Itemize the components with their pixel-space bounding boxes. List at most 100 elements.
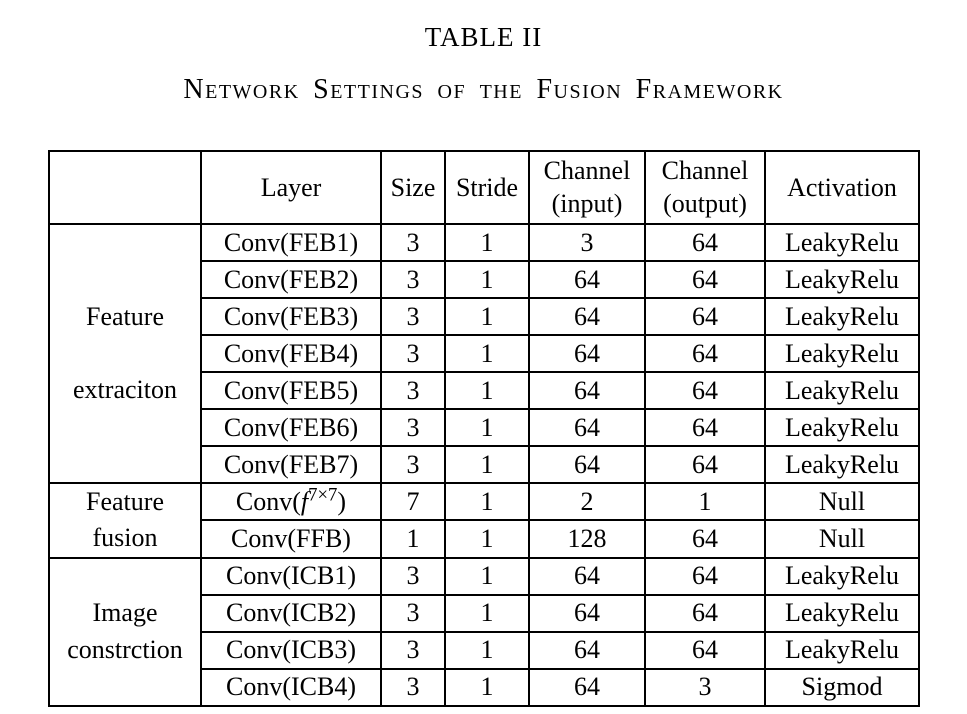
header-group bbox=[48, 150, 202, 225]
cell-channel-input: 128 bbox=[528, 519, 646, 559]
cell-channel-output: 64 bbox=[644, 519, 766, 559]
header-layer: Layer bbox=[200, 150, 382, 225]
table-number: TABLE II bbox=[424, 22, 543, 52]
cell-size: 3 bbox=[380, 630, 446, 670]
cell-size: 3 bbox=[380, 445, 446, 484]
cell-layer: Conv(FEB7) bbox=[200, 445, 382, 484]
cell-activation: LeakyRelu bbox=[764, 334, 920, 373]
cell-size: 1 bbox=[380, 519, 446, 559]
table-row: Image constrction Conv(ICB1) 3 1 64 64 L… bbox=[48, 556, 920, 707]
cell-channel-input: 64 bbox=[528, 297, 646, 336]
cell-layer: Conv(FFB) bbox=[200, 519, 382, 559]
cell-channel-input: 64 bbox=[528, 667, 646, 707]
cell-stride: 1 bbox=[444, 556, 530, 596]
cell-layer: Conv(FEB5) bbox=[200, 371, 382, 410]
table-row: Conv(FEB4) 3 1 64 64 LeakyRelu bbox=[49, 334, 920, 373]
cell-channel-input: 64 bbox=[528, 371, 646, 410]
cell-stride: 1 bbox=[444, 630, 530, 670]
table-row: Conv(ICB4) 3 1 64 3 Sigmod bbox=[49, 667, 920, 707]
table-row: Feature extraciton Conv(FEB1) 3 1 3 64 L… bbox=[48, 223, 920, 484]
table-row: Conv(ICB3) 3 1 64 64 LeakyRelu bbox=[49, 630, 920, 670]
header-size: Size bbox=[380, 150, 446, 225]
group-label-feature-fusion: Feature fusion bbox=[48, 482, 202, 559]
table-row: Conv(FEB3) 3 1 64 64 LeakyRelu bbox=[49, 297, 920, 336]
cell-channel-output: 64 bbox=[644, 260, 766, 299]
cell-activation: LeakyRelu bbox=[764, 371, 920, 410]
cell-layer: Conv(FEB1) bbox=[200, 223, 382, 262]
cell-activation: LeakyRelu bbox=[764, 445, 920, 484]
cell-size: 3 bbox=[380, 667, 446, 707]
cell-size: 3 bbox=[380, 223, 446, 262]
cell-channel-input: 2 bbox=[528, 481, 646, 522]
cell-layer: Conv(ICB3) bbox=[200, 630, 382, 670]
cell-layer: Conv(FEB4) bbox=[200, 334, 382, 373]
cell-activation: Null bbox=[764, 481, 920, 522]
cell-stride: 1 bbox=[444, 223, 530, 262]
cell-channel-input: 64 bbox=[528, 445, 646, 484]
header-row: Layer Size Stride Channel (input) Channe… bbox=[48, 150, 920, 225]
cell-channel-input: 64 bbox=[528, 260, 646, 299]
cell-channel-output: 64 bbox=[644, 297, 766, 336]
cell-layer: Conv(ICB2) bbox=[200, 593, 382, 633]
cell-layer: Conv(FEB3) bbox=[200, 297, 382, 336]
table-row: Conv(FEB7) 3 1 64 64 LeakyRelu bbox=[49, 445, 920, 484]
cell-stride: 1 bbox=[444, 408, 530, 447]
cell-layer: Conv(FEB6) bbox=[200, 408, 382, 447]
cell-stride: 1 bbox=[444, 445, 530, 484]
cell-channel-input: 64 bbox=[528, 334, 646, 373]
header-stride: Stride bbox=[444, 150, 530, 225]
cell-size: 3 bbox=[380, 260, 446, 299]
cell-stride: 1 bbox=[444, 334, 530, 373]
cell-channel-output: 64 bbox=[644, 408, 766, 447]
cell-stride: 1 bbox=[444, 667, 530, 707]
cell-size: 3 bbox=[380, 556, 446, 596]
cell-stride: 1 bbox=[444, 371, 530, 410]
cell-channel-input: 64 bbox=[528, 556, 646, 596]
math-prefix: Conv( bbox=[235, 486, 301, 516]
math-f-symbol: f bbox=[300, 486, 309, 516]
cell-channel-input: 3 bbox=[528, 223, 646, 262]
group-label-feature-extraction: Feature extraciton bbox=[48, 223, 202, 484]
cell-channel-output: 64 bbox=[644, 223, 766, 262]
cell-stride: 1 bbox=[444, 593, 530, 633]
cell-stride: 1 bbox=[444, 519, 530, 559]
table-row: Feature fusion Conv(f7×7) 7 1 2 1 Null bbox=[48, 481, 920, 559]
cell-stride: 1 bbox=[444, 260, 530, 299]
cell-stride: 1 bbox=[444, 297, 530, 336]
network-settings-table: Layer Size Stride Channel (input) Channe… bbox=[48, 150, 920, 707]
cell-activation: LeakyRelu bbox=[764, 593, 920, 633]
cell-channel-output: 64 bbox=[644, 371, 766, 410]
cell-channel-output: 64 bbox=[644, 445, 766, 484]
cell-channel-output: 64 bbox=[644, 556, 766, 596]
table-row: Conv(FEB2) 3 1 64 64 LeakyRelu bbox=[49, 260, 920, 299]
table-row: Conv(FEB6) 3 1 64 64 LeakyRelu bbox=[49, 408, 920, 447]
cell-layer: Conv(ICB1) bbox=[200, 556, 382, 596]
cell-channel-output: 64 bbox=[644, 630, 766, 670]
cell-activation: Null bbox=[764, 519, 920, 559]
cell-layer: Conv(ICB4) bbox=[200, 667, 382, 707]
cell-activation: LeakyRelu bbox=[764, 630, 920, 670]
cell-activation: Sigmod bbox=[764, 667, 920, 707]
table-row: Conv(ICB2) 3 1 64 64 LeakyRelu bbox=[49, 593, 920, 633]
cell-activation: LeakyRelu bbox=[764, 556, 920, 596]
math-superscript: 7×7 bbox=[308, 484, 338, 506]
group-label-image-construction: Image constrction bbox=[48, 556, 202, 707]
math-suffix: ) bbox=[337, 486, 347, 516]
cell-size: 3 bbox=[380, 593, 446, 633]
cell-channel-output: 64 bbox=[644, 334, 766, 373]
cell-stride: 1 bbox=[444, 481, 530, 522]
cell-size: 7 bbox=[380, 481, 446, 522]
table-row: Conv(FEB5) 3 1 64 64 LeakyRelu bbox=[49, 371, 920, 410]
cell-channel-input: 64 bbox=[528, 593, 646, 633]
cell-activation: LeakyRelu bbox=[764, 223, 920, 262]
cell-channel-input: 64 bbox=[528, 630, 646, 670]
table-row: Conv(FFB) 1 1 128 64 Null bbox=[49, 519, 920, 559]
cell-size: 3 bbox=[380, 297, 446, 336]
cell-layer-math: Conv(f7×7) bbox=[200, 481, 382, 522]
cell-layer: Conv(FEB2) bbox=[200, 260, 382, 299]
cell-channel-output: 3 bbox=[644, 667, 766, 707]
header-channel-input: Channel (input) bbox=[528, 150, 646, 225]
cell-activation: LeakyRelu bbox=[764, 408, 920, 447]
cell-channel-input: 64 bbox=[528, 408, 646, 447]
